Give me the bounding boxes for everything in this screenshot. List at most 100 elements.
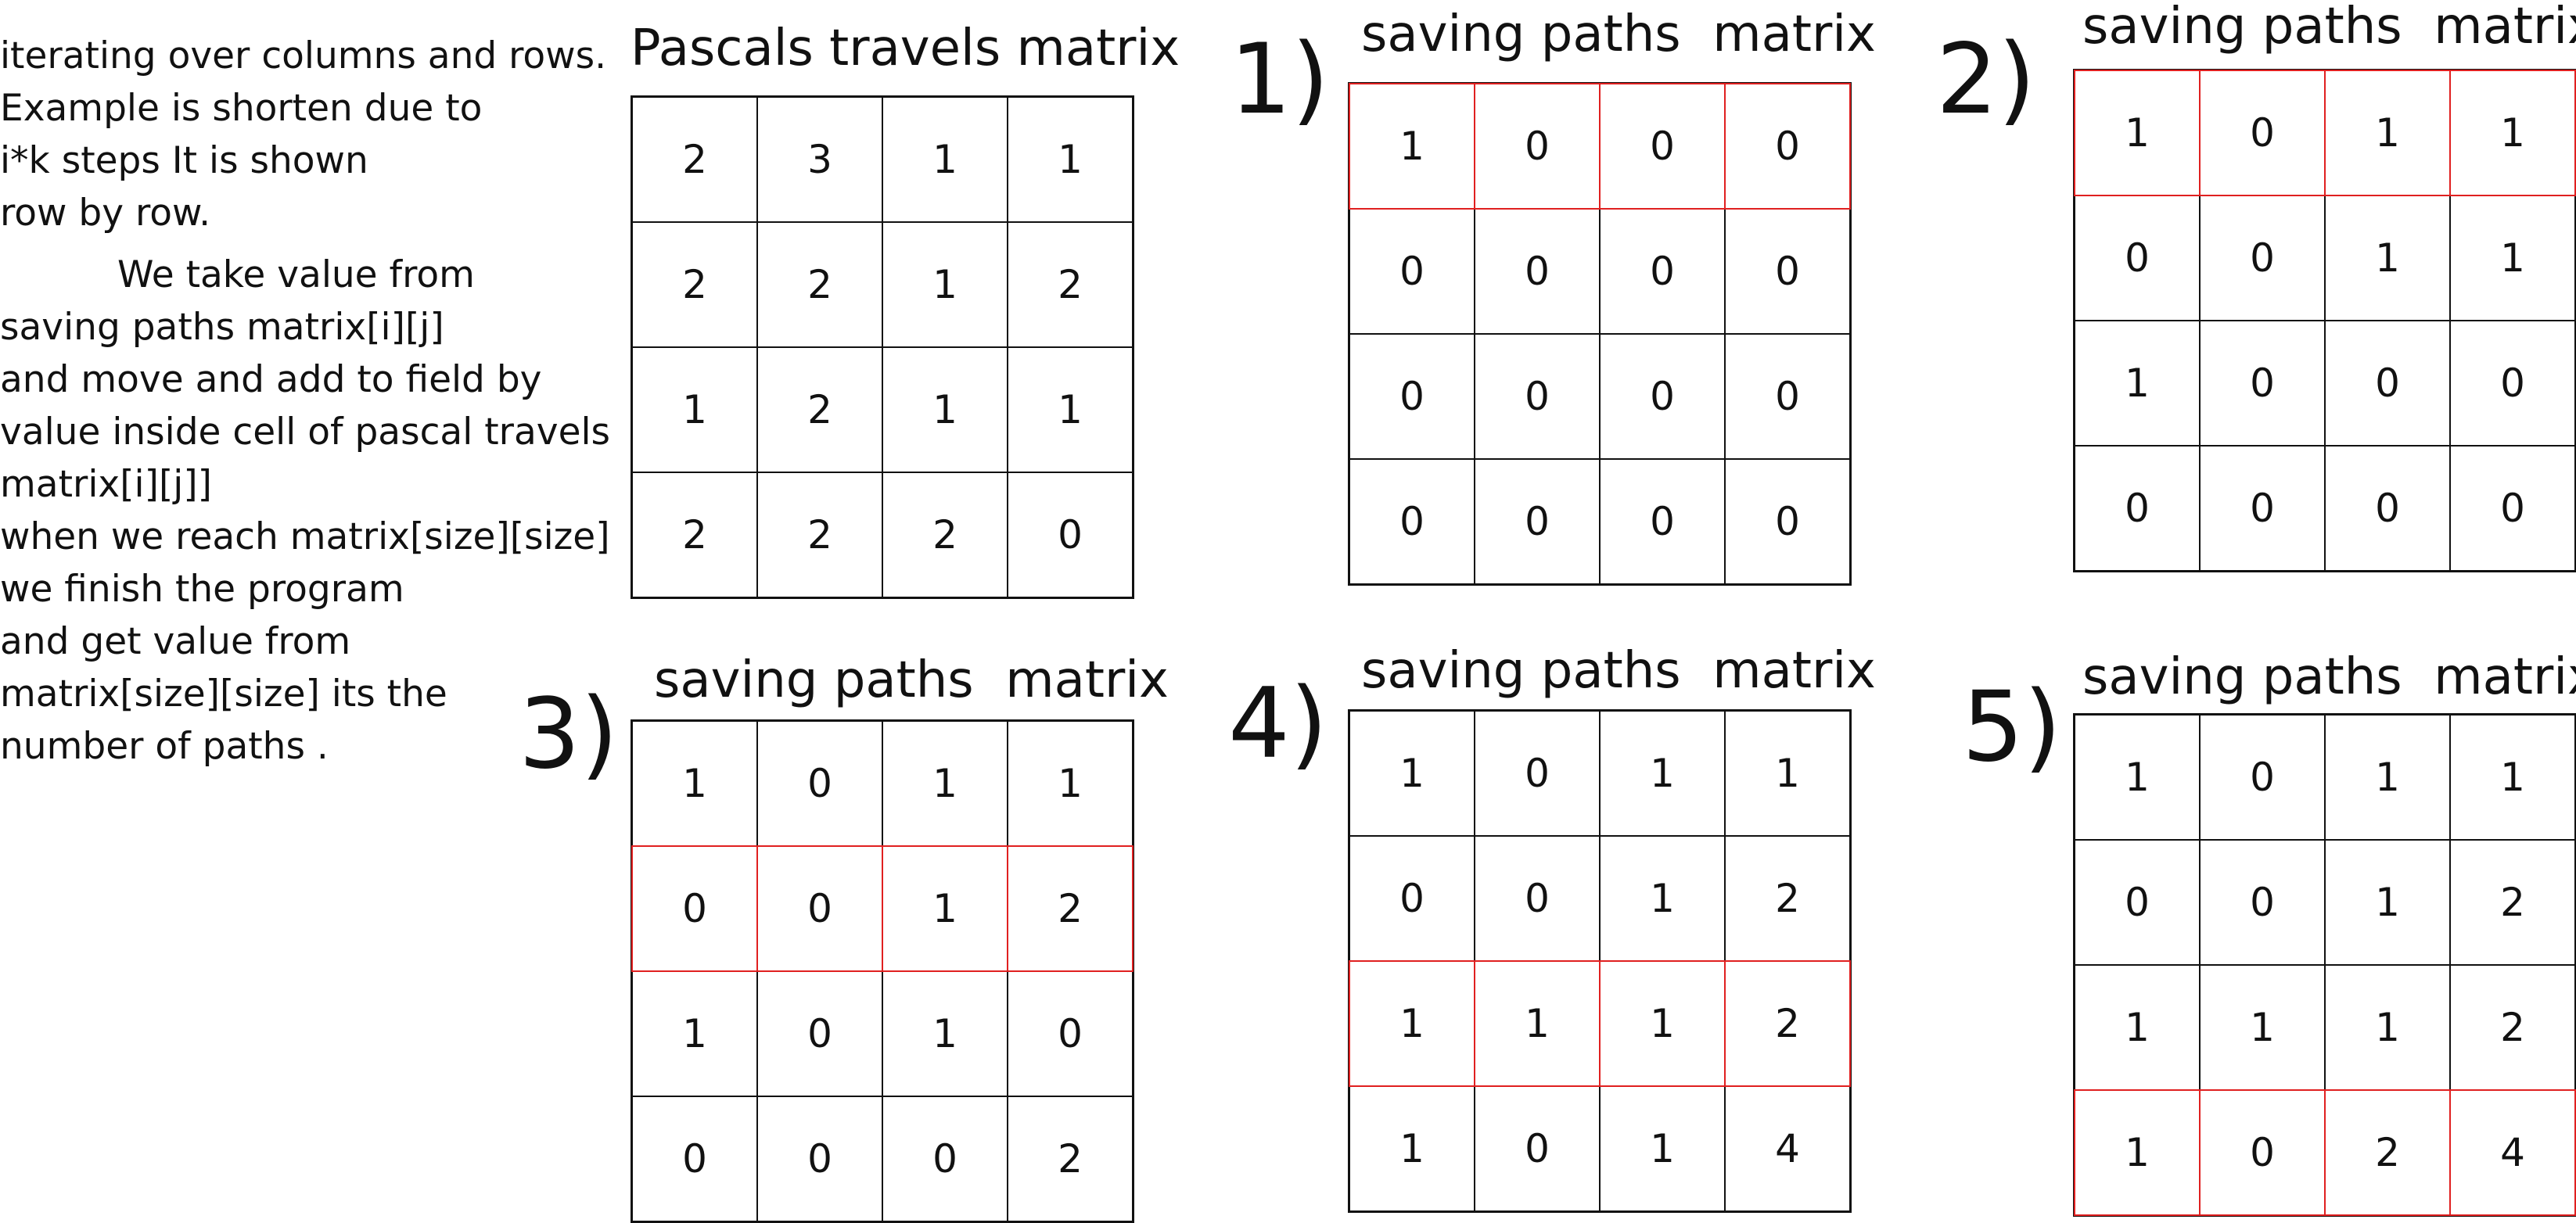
explanation-line: row by row. bbox=[0, 192, 211, 235]
matrix-cell: 2 bbox=[1007, 221, 1134, 348]
matrix-cell: 0 bbox=[2074, 195, 2201, 321]
matrix-cell: 2 bbox=[882, 472, 1008, 598]
explanation-line: when we reach matrix[size][size] bbox=[0, 515, 610, 558]
matrix-cell: 2 bbox=[2449, 839, 2576, 966]
matrix-cell: 1 bbox=[2324, 714, 2451, 841]
matrix-cell: 1 bbox=[1007, 96, 1134, 223]
matrix-cell: 1 bbox=[1599, 710, 1726, 837]
matrix-cell: 1 bbox=[2074, 714, 2201, 841]
step-3-title: saving paths matrix bbox=[654, 651, 1169, 709]
matrix-cell: 0 bbox=[1599, 83, 1726, 210]
matrix-cell: 1 bbox=[2074, 964, 2201, 1091]
step-5-title: saving paths matrix bbox=[2082, 648, 2576, 706]
matrix-cell: 1 bbox=[1007, 720, 1134, 847]
matrix-cell: 0 bbox=[2324, 445, 2451, 572]
matrix-cell: 0 bbox=[1349, 208, 1475, 335]
explanation-line: matrix[size][size] its the bbox=[0, 672, 447, 716]
matrix-cell: 0 bbox=[756, 1096, 883, 1222]
matrix-cell: 0 bbox=[1599, 208, 1726, 335]
explanation-line: iterating over columns and rows. bbox=[0, 34, 607, 77]
matrix-cell: 1 bbox=[1349, 710, 1475, 837]
matrix-cell: 0 bbox=[1474, 333, 1601, 460]
step-number-3: 3) bbox=[519, 678, 619, 791]
step-4-title: saving paths matrix bbox=[1361, 642, 1876, 700]
matrix-cell: 1 bbox=[631, 346, 758, 473]
step-2-title: saving paths matrix bbox=[2082, 0, 2576, 56]
matrix-cell: 1 bbox=[1599, 835, 1726, 962]
matrix-cell: 0 bbox=[1724, 458, 1851, 585]
matrix-cell: 0 bbox=[1007, 472, 1134, 598]
explanation-line: i*k steps It is shown bbox=[0, 139, 368, 182]
matrix-cell: 0 bbox=[1474, 835, 1601, 962]
step-number-4: 4) bbox=[1228, 668, 1328, 780]
matrix-cell: 0 bbox=[1474, 458, 1601, 585]
matrix-cell: 1 bbox=[2449, 70, 2576, 196]
explanation-line: saving paths matrix[i][j] bbox=[0, 306, 444, 349]
matrix-cell: 1 bbox=[882, 845, 1008, 972]
matrix-cell: 1 bbox=[882, 346, 1008, 473]
matrix-cell: 0 bbox=[1349, 458, 1475, 585]
matrix-cell: 0 bbox=[2074, 839, 2201, 966]
matrix-cell: 2 bbox=[1007, 1096, 1134, 1222]
matrix-cell: 0 bbox=[1474, 83, 1601, 210]
matrix-cell: 1 bbox=[1007, 346, 1134, 473]
step-number-1: 1) bbox=[1230, 23, 1330, 136]
matrix-cell: 0 bbox=[756, 720, 883, 847]
matrix-cell: 0 bbox=[1724, 83, 1851, 210]
matrix-cell: 2 bbox=[631, 472, 758, 598]
matrix-cell: 0 bbox=[2199, 714, 2326, 841]
matrix-cell: 1 bbox=[882, 96, 1008, 223]
matrix-cell: 0 bbox=[1007, 970, 1134, 1097]
matrix-cell: 0 bbox=[1474, 208, 1601, 335]
matrix-cell: 2 bbox=[631, 96, 758, 223]
matrix-cell: 0 bbox=[1599, 458, 1726, 585]
matrix-cell: 0 bbox=[2199, 320, 2326, 447]
matrix-cell: 0 bbox=[1474, 710, 1601, 837]
matrix-cell: 0 bbox=[1599, 333, 1726, 460]
explanation-line: number of paths . bbox=[0, 725, 329, 768]
explanation-line: Example is shorten due to bbox=[0, 87, 483, 130]
explanation-line: and get value from bbox=[0, 620, 351, 663]
matrix-cell: 2 bbox=[756, 221, 883, 348]
matrix-cell: 2 bbox=[2449, 964, 2576, 1091]
matrix-cell: 2 bbox=[1007, 845, 1134, 972]
matrix-cell: 3 bbox=[756, 96, 883, 223]
step-number-5: 5) bbox=[1962, 671, 2062, 784]
matrix-cell: 1 bbox=[2324, 839, 2451, 966]
matrix-cell: 0 bbox=[2449, 320, 2576, 447]
explanation-line: and move and add to field by bbox=[0, 358, 542, 401]
matrix-cell: 0 bbox=[631, 845, 758, 972]
matrix-cell: 4 bbox=[2449, 1089, 2576, 1216]
matrix-cell: 0 bbox=[631, 1096, 758, 1222]
matrix-cell: 2 bbox=[756, 346, 883, 473]
matrix-cell: 0 bbox=[2199, 445, 2326, 572]
matrix-cell: 1 bbox=[2324, 964, 2451, 1091]
matrix-cell: 1 bbox=[631, 970, 758, 1097]
matrix-cell: 0 bbox=[2324, 320, 2451, 447]
matrix-cell: 1 bbox=[1724, 710, 1851, 837]
step-number-2: 2) bbox=[1936, 23, 2036, 136]
paragraph-gap bbox=[0, 239, 610, 249]
matrix-cell: 1 bbox=[1599, 1085, 1726, 1212]
matrix-cell: 0 bbox=[2199, 70, 2326, 196]
matrix-cell: 0 bbox=[1349, 333, 1475, 460]
matrix-cell: 1 bbox=[2074, 70, 2201, 196]
matrix-cell: 2 bbox=[1724, 835, 1851, 962]
matrix-cell: 1 bbox=[882, 221, 1008, 348]
matrix-cell: 0 bbox=[2199, 1089, 2326, 1216]
matrix-cell: 1 bbox=[1599, 960, 1726, 1087]
matrix-cell: 0 bbox=[756, 970, 883, 1097]
pascal-matrix-title: Pascals travels matrix bbox=[631, 20, 1180, 77]
matrix-cell: 2 bbox=[1724, 960, 1851, 1087]
matrix-cell: 1 bbox=[882, 720, 1008, 847]
matrix-cell: 0 bbox=[756, 845, 883, 972]
matrix-cell: 1 bbox=[631, 720, 758, 847]
matrix-cell: 1 bbox=[2074, 1089, 2201, 1216]
matrix-cell: 0 bbox=[1474, 1085, 1601, 1212]
matrix-cell: 1 bbox=[1349, 83, 1475, 210]
